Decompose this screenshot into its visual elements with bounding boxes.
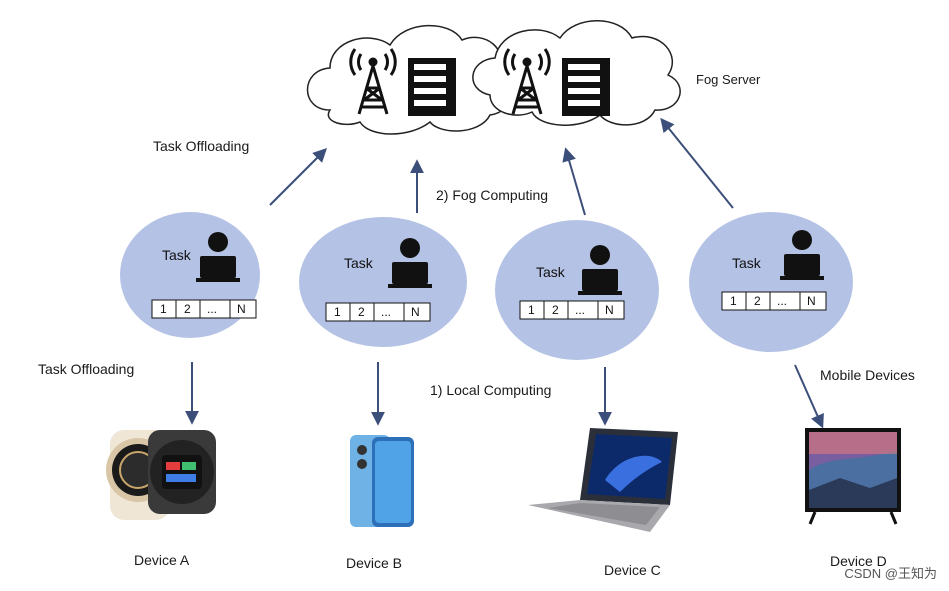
cell-tower-icon — [503, 48, 551, 115]
task-label: Task — [344, 255, 374, 271]
server-rack-icon — [408, 58, 456, 116]
cell-tower-icon — [349, 48, 397, 115]
queue-slot: 1 — [528, 303, 535, 317]
task-label: Task — [536, 264, 566, 280]
csdn-watermark: CSDN @王知为 — [844, 566, 937, 581]
node-d: Task 1 2 ... N — [689, 212, 853, 352]
user-laptop-icon — [196, 232, 240, 282]
queue-slot: 2 — [754, 294, 761, 308]
smartwatch-icon — [106, 430, 216, 520]
user-laptop-icon — [388, 238, 432, 288]
node-b: Task 1 2 ... N — [299, 217, 467, 347]
offload-arrow-c — [562, 147, 586, 216]
task-offloading-label-left: Task Offloading — [38, 361, 135, 377]
queue-slot: ... — [777, 294, 787, 308]
task-label: Task — [732, 255, 762, 271]
queue-slot: N — [411, 305, 420, 319]
tv-icon — [805, 428, 901, 525]
node-a: Task 1 2 ... N — [120, 212, 260, 338]
device-d-label: Device D — [830, 553, 887, 569]
server-rack-icon — [562, 58, 610, 116]
task-queue: 1 2 ... N — [721, 291, 827, 311]
offload-arrow-a — [269, 148, 327, 206]
offload-arrow-d — [660, 117, 734, 209]
task-queue: 1 2 ... N — [151, 299, 257, 319]
smartphone-icon — [350, 435, 414, 527]
user-laptop-icon — [578, 245, 622, 295]
device-a-label: Device A — [134, 552, 190, 568]
queue-slot: 2 — [552, 303, 559, 317]
fog-computing-label: 2) Fog Computing — [436, 187, 549, 203]
queue-slot: N — [237, 302, 246, 316]
queue-slot: 1 — [730, 294, 737, 308]
queue-slot: ... — [381, 305, 391, 319]
mobile-devices-label: Mobile Devices — [820, 367, 915, 383]
device-b-label: Device B — [346, 555, 403, 571]
queue-slot: N — [605, 303, 614, 317]
queue-slot: 2 — [358, 305, 365, 319]
queue-slot: 2 — [184, 302, 191, 316]
fog-server-label: Fog Server — [696, 72, 761, 87]
task-offloading-label-top: Task Offloading — [153, 138, 250, 154]
device-c-label: Device C — [604, 562, 661, 578]
local-computing-label: 1) Local Computing — [430, 382, 552, 398]
queue-slot: 1 — [160, 302, 167, 316]
task-queue: 1 2 ... N — [519, 300, 625, 320]
task-label: Task — [162, 247, 192, 263]
local-arrow-d — [794, 364, 824, 429]
task-queue: 1 2 ... N — [325, 302, 431, 322]
queue-slot: 1 — [334, 305, 341, 319]
node-c: Task 1 2 ... N — [495, 220, 659, 360]
queue-slot: ... — [207, 302, 217, 316]
queue-slot: ... — [575, 303, 585, 317]
queue-slot: N — [807, 294, 816, 308]
user-laptop-icon — [780, 230, 824, 280]
laptop-icon — [528, 428, 678, 532]
